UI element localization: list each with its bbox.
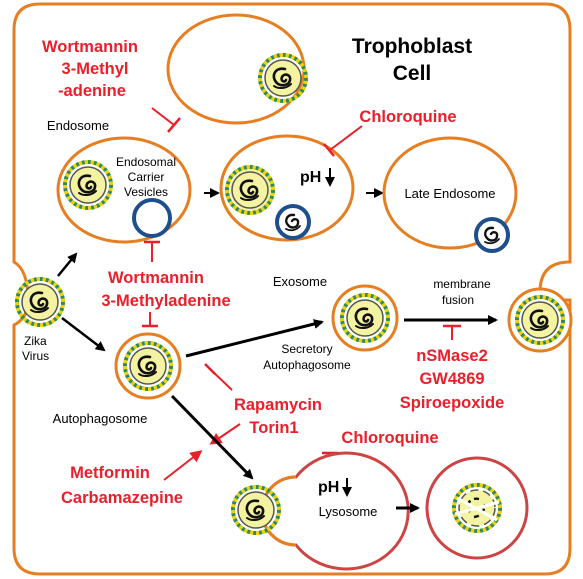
cell-title-line1: Trophoblast (352, 35, 472, 58)
endosomal-carrier-vesicle (132, 198, 172, 238)
arrow-virus-to-autophagosome (61, 317, 106, 352)
drug-metformin-line1: Metformin (70, 464, 150, 482)
arrow-virus-to-endosome (57, 252, 78, 277)
drug-metformin-line2: Carbamazepine (61, 489, 183, 507)
drug-chloroquine-bottom: Chloroquine (341, 429, 438, 447)
label-secretory-line2: Autophagosome (263, 358, 351, 372)
drug-wortmannin-mid-line1: Wortmannin (108, 269, 204, 287)
label-autophagosome: Autophagosome (53, 411, 148, 426)
cell-title-line2: Cell (393, 62, 432, 85)
zika-virus-particle (225, 165, 275, 215)
drug-wortmannin-top-line2: 3-Methyl (62, 60, 129, 78)
label-lysosome: Lysosome (319, 504, 378, 519)
label-secretory-line1: Secretory (281, 342, 332, 356)
zika-virus-particle (123, 341, 173, 391)
activate-arrow-metformin (163, 450, 203, 481)
zika-virus-particle (258, 53, 308, 103)
drug-nsmase-line2: GW4869 (419, 370, 484, 388)
label-membrane-fusion-line2: fusion (442, 293, 474, 307)
inhibit-line-chloroquine-top (329, 125, 363, 151)
inhibit-bar-wortmannin-top (167, 117, 181, 133)
label-ecv-line2: Carrier (128, 170, 165, 184)
cell-membrane (12, 2, 572, 576)
inhibit-bar-chloroquine-top (323, 143, 335, 157)
ph-label-bottom: pH (318, 479, 339, 496)
vesicle-with-virus (275, 204, 311, 240)
drug-rapamycin-line2: Torin1 (249, 419, 298, 437)
drug-nsmase-line1: nSMase2 (416, 347, 488, 365)
label-zika-line1: Zika (24, 334, 47, 348)
label-ecv-line1: Endosomal (116, 155, 176, 169)
label-endosome: Endosome (47, 118, 109, 133)
inhibit-line-wortmannin-top (151, 107, 175, 126)
drug-nsmase-line3: Spiroepoxide (400, 394, 505, 412)
label-ecv-line3: Vesicles (124, 185, 168, 199)
label-late-endosome: Late Endosome (404, 186, 495, 201)
label-membrane-fusion-line1: membrane (433, 277, 491, 291)
ph-label-top: pH (300, 169, 321, 186)
arrow-autophagosome-to-exosome (185, 319, 324, 358)
zika-virus-particle (63, 160, 113, 210)
zika-virus-particle (340, 293, 390, 343)
zika-virus-particle (515, 295, 565, 345)
drug-wortmannin-top-line1: Wortmannin (42, 38, 138, 56)
drug-wortmannin-mid-line2: 3-Methyladenine (101, 292, 230, 310)
vesicle-with-virus (474, 217, 510, 253)
drug-chloroquine-top: Chloroquine (359, 108, 456, 126)
drug-rapamycin-line1: Rapamycin (234, 396, 322, 414)
arrow-autophagosome-to-lysosome (170, 394, 254, 480)
inhibit-line-rapamycin (209, 368, 233, 391)
zika-virus-particle (15, 277, 65, 327)
label-zika-line2: Virus (22, 349, 49, 363)
zika-virus-particle (231, 485, 281, 535)
label-exosome: Exosome (273, 274, 327, 289)
degraded-virus (452, 483, 502, 533)
drug-wortmannin-top-line3: -adenine (58, 82, 126, 100)
